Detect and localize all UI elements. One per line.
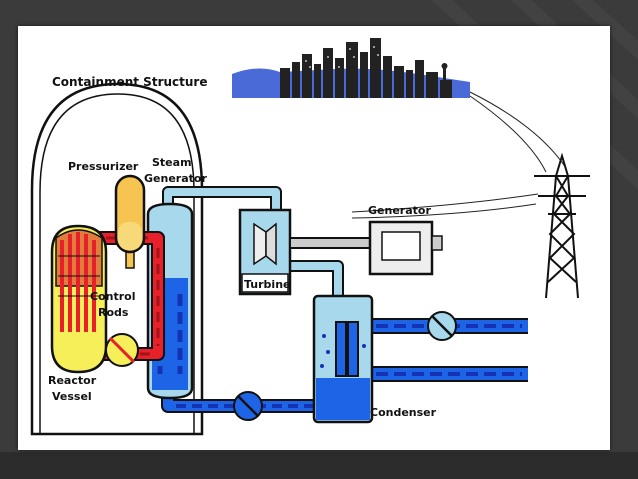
footer-band <box>0 452 638 479</box>
label-condenser: Condenser <box>370 406 437 419</box>
pressurizer <box>114 174 146 269</box>
generator <box>368 220 443 276</box>
power-lines <box>351 91 567 219</box>
label-control-rods: Rods <box>98 306 129 319</box>
slide-canvas: Containment Structure Pressurizer Steam … <box>18 26 610 450</box>
label-turbine: Turbine <box>244 278 291 291</box>
label-generator: Generator <box>368 204 431 217</box>
valve-icon <box>427 311 457 341</box>
condenser <box>312 294 374 424</box>
city-skyline-icon <box>232 38 470 98</box>
label-steam-generator: Generator <box>144 172 207 185</box>
reactor-vessel <box>50 224 108 374</box>
transmission-tower-icon <box>534 152 590 299</box>
valve-icon <box>105 333 139 367</box>
label-reactor-vessel: Vessel <box>52 390 92 403</box>
label-containment: Containment Structure <box>52 75 207 89</box>
label-control: Control <box>90 290 135 303</box>
pwr-diagram: Containment Structure Pressurizer Steam … <box>30 38 590 436</box>
turbine <box>238 208 292 296</box>
valve-icon <box>233 391 263 421</box>
label-reactor: Reactor <box>48 374 97 387</box>
label-steam: Steam <box>152 156 192 169</box>
label-pressurizer: Pressurizer <box>68 160 139 173</box>
